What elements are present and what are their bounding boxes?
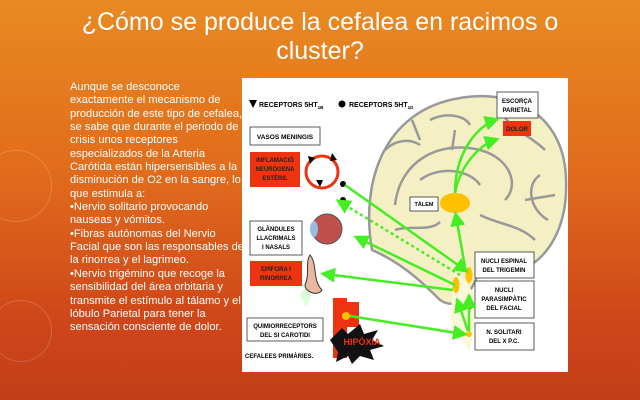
legend-5ht1b: RECEPTORS 5HT1B (259, 102, 324, 110)
label-nucli-parasimpatic-1: NUCLI (495, 288, 514, 294)
label-solitari-2: DEL X P.C. (489, 339, 519, 345)
trigeminal-nucleus-icon (465, 267, 473, 283)
label-nucli-espinal-1: NUCLI ESPINAL (481, 259, 527, 265)
label-escorca-1: ESCORÇA (502, 99, 533, 105)
label-hipoxia: HIPÒXIA (343, 336, 381, 347)
hypoxia-burst-icon (330, 324, 384, 364)
solitary-nucleus-icon (466, 331, 472, 337)
label-epifora-2: RINORREA (260, 276, 293, 282)
label-vasos-meningis: VASOS MENINGIS (257, 134, 314, 141)
nose-illustration (300, 254, 323, 307)
cluster-headache-diagram: RECEPTORS 5HT1B RECEPTORS 5HT1D VASOS ME… (242, 78, 568, 372)
decorative-circle (0, 150, 52, 222)
label-inflamacio-3: ESTÈRIL (262, 174, 288, 182)
label-talem: TÀLEM (415, 201, 434, 208)
label-quimio-2: DEL SI CAROTIDI (260, 333, 310, 339)
label-nucli-parasimpatic-2: PARASIMPÀTIC (481, 296, 527, 303)
label-nucli-espinal-2: DEL TRIGEMIN (483, 268, 526, 274)
slide-body-text: Aunque se desconoce exactamente el mecan… (70, 81, 244, 334)
label-glandules-2: LLACRIMALS (257, 236, 296, 242)
thalamus-icon (440, 193, 470, 213)
eye-illustration (310, 213, 343, 245)
pathway-arrows (320, 116, 500, 340)
label-glandules-1: GLÀNDULES (257, 226, 294, 233)
parasympathetic-nucleus-icon (452, 277, 460, 293)
label-inflamacio-1: INFLAMACIÓ (256, 156, 294, 164)
label-escorca-2: PARIETAL (502, 108, 531, 114)
decorative-circle (0, 300, 52, 362)
label-solitari-1: N. SOLITARI (486, 330, 522, 336)
legend-5ht1d: RECEPTORS 5HT1D (349, 102, 414, 110)
meningeal-vessel-icon (304, 154, 340, 190)
circle-receptor-icon (338, 100, 346, 108)
triangle-receptor-icon (249, 100, 257, 108)
label-dolor: DOLOR (506, 127, 528, 133)
label-glandules-3: I NASALS (262, 245, 290, 251)
slide-title: ¿Cómo se produce la cefalea en racimos o… (81, 8, 559, 65)
label-quimio-1: QUIMIORRECEPTORS (253, 324, 317, 330)
label-inflamacio-2: NEURÒGENA (255, 165, 295, 173)
label-cefalees-primaries: CEFALEES PRIMÀRIES. (245, 353, 314, 360)
label-epifora-1: EPÍFORA I (261, 265, 291, 273)
label-nucli-parasimpatic-3: DEL FACIAL (486, 306, 522, 312)
